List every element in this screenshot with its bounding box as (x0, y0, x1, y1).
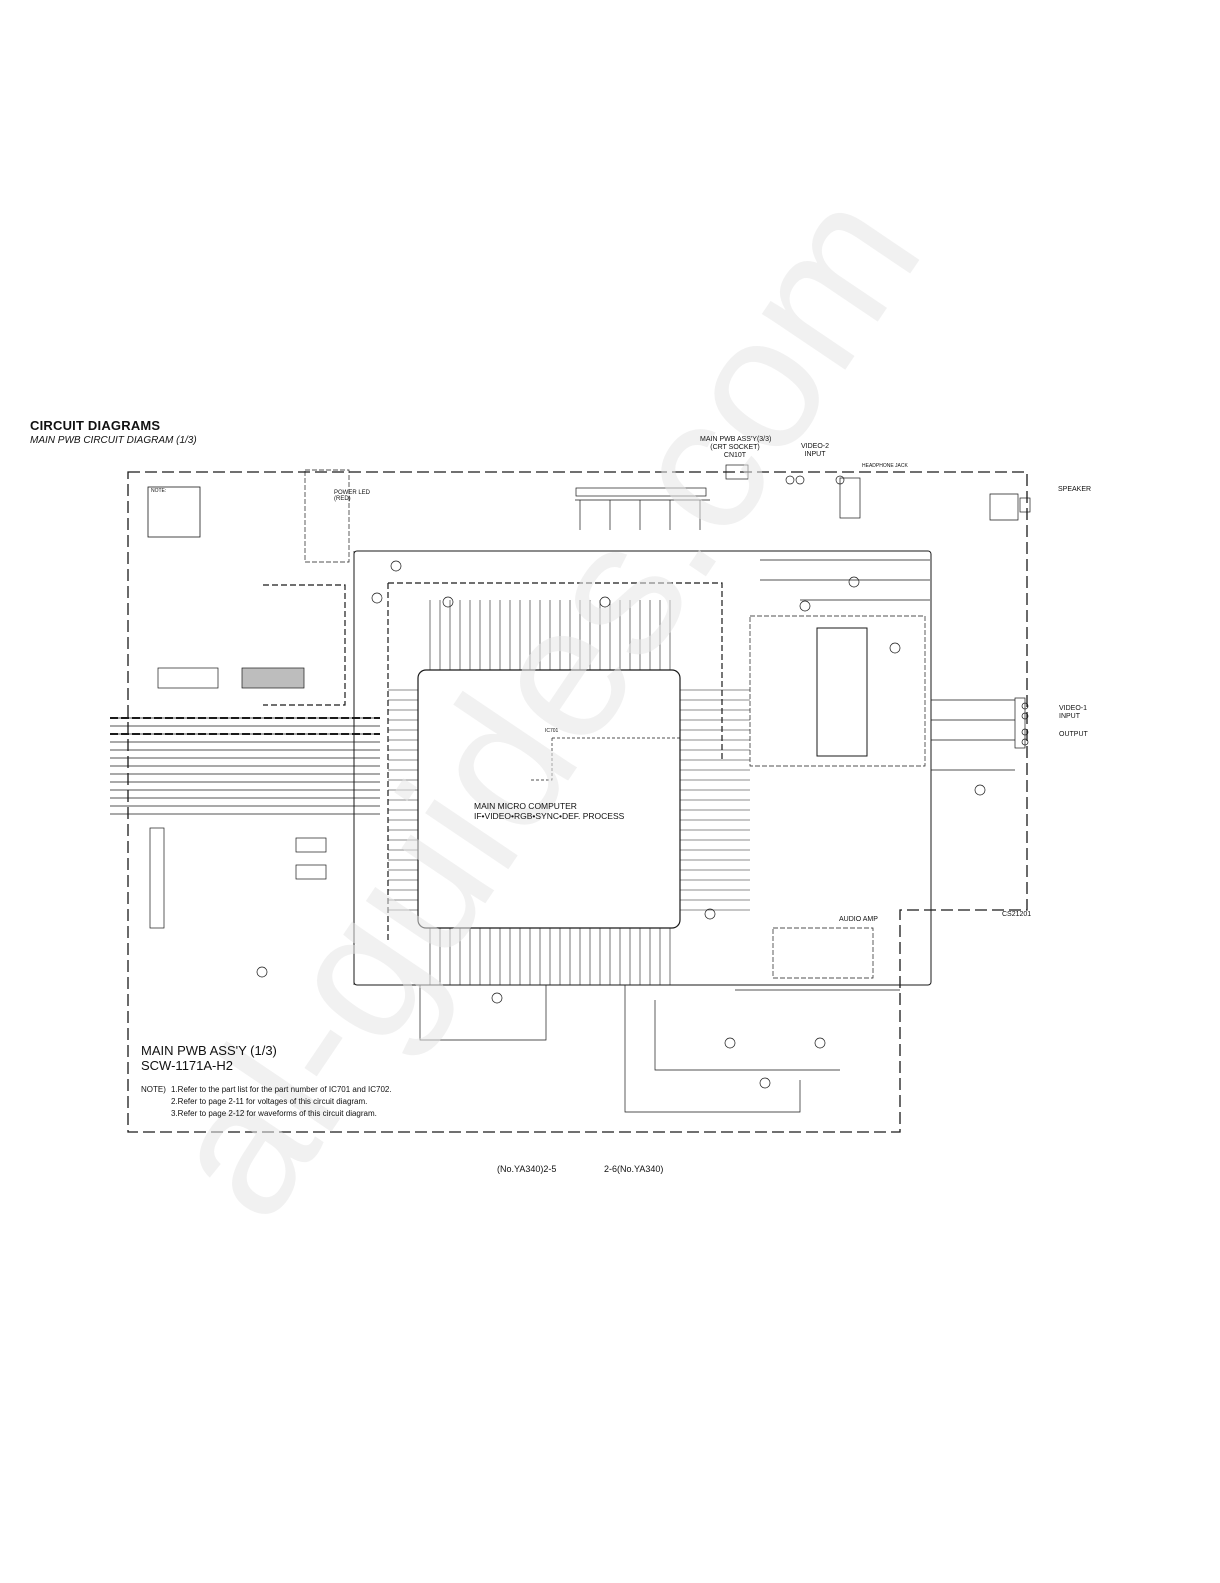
speaker-label: SPEAKER (1058, 486, 1092, 493)
video2-input-label: VIDEO-2 INPUT (800, 443, 829, 458)
audio-amp-label: AUDIO AMP (839, 916, 878, 923)
note-box-title: NOTE: (151, 488, 167, 494)
page-number-left: (No.YA340)2-5 (497, 1164, 557, 1174)
note-item: 2.Refer to page 2-11 for voltages of thi… (171, 1097, 368, 1106)
power-led-label: POWER LED (RED) (334, 490, 371, 502)
notes-label: NOTE) (141, 1085, 166, 1094)
micro-computer-title: MAIN MICRO COMPUTER (474, 801, 577, 811)
micro-computer-subtitle: IF•VIDEO•RGB•SYNC•DEF. PROCESS (474, 811, 625, 821)
note-item: 1.Refer to the part list for the part nu… (171, 1085, 392, 1094)
note-item: 3.Refer to page 2-12 for waveforms of th… (171, 1109, 377, 1118)
page-number-right: 2-6(No.YA340) (604, 1164, 664, 1174)
crt-socket-label: MAIN PWB ASS'Y(3/3) (CRT SOCKET) CN10T (700, 436, 772, 459)
video1-input-label: VIDEO-1 INPUT (1059, 705, 1088, 720)
output-label: OUTPUT (1059, 731, 1088, 738)
board-code: CS21201 (1002, 911, 1032, 918)
assy-code: SCW-1171A-H2 (141, 1058, 233, 1073)
page-subtitle: MAIN PWB CIRCUIT DIAGRAM (1/3) (30, 435, 197, 446)
ic701-label: IC701 (545, 728, 559, 734)
assy-title: MAIN PWB ASS'Y (1/3) (141, 1043, 277, 1058)
headphone-jack-label: HEADPHONE JACK (862, 463, 908, 469)
page-title: CIRCUIT DIAGRAMS (30, 418, 161, 433)
